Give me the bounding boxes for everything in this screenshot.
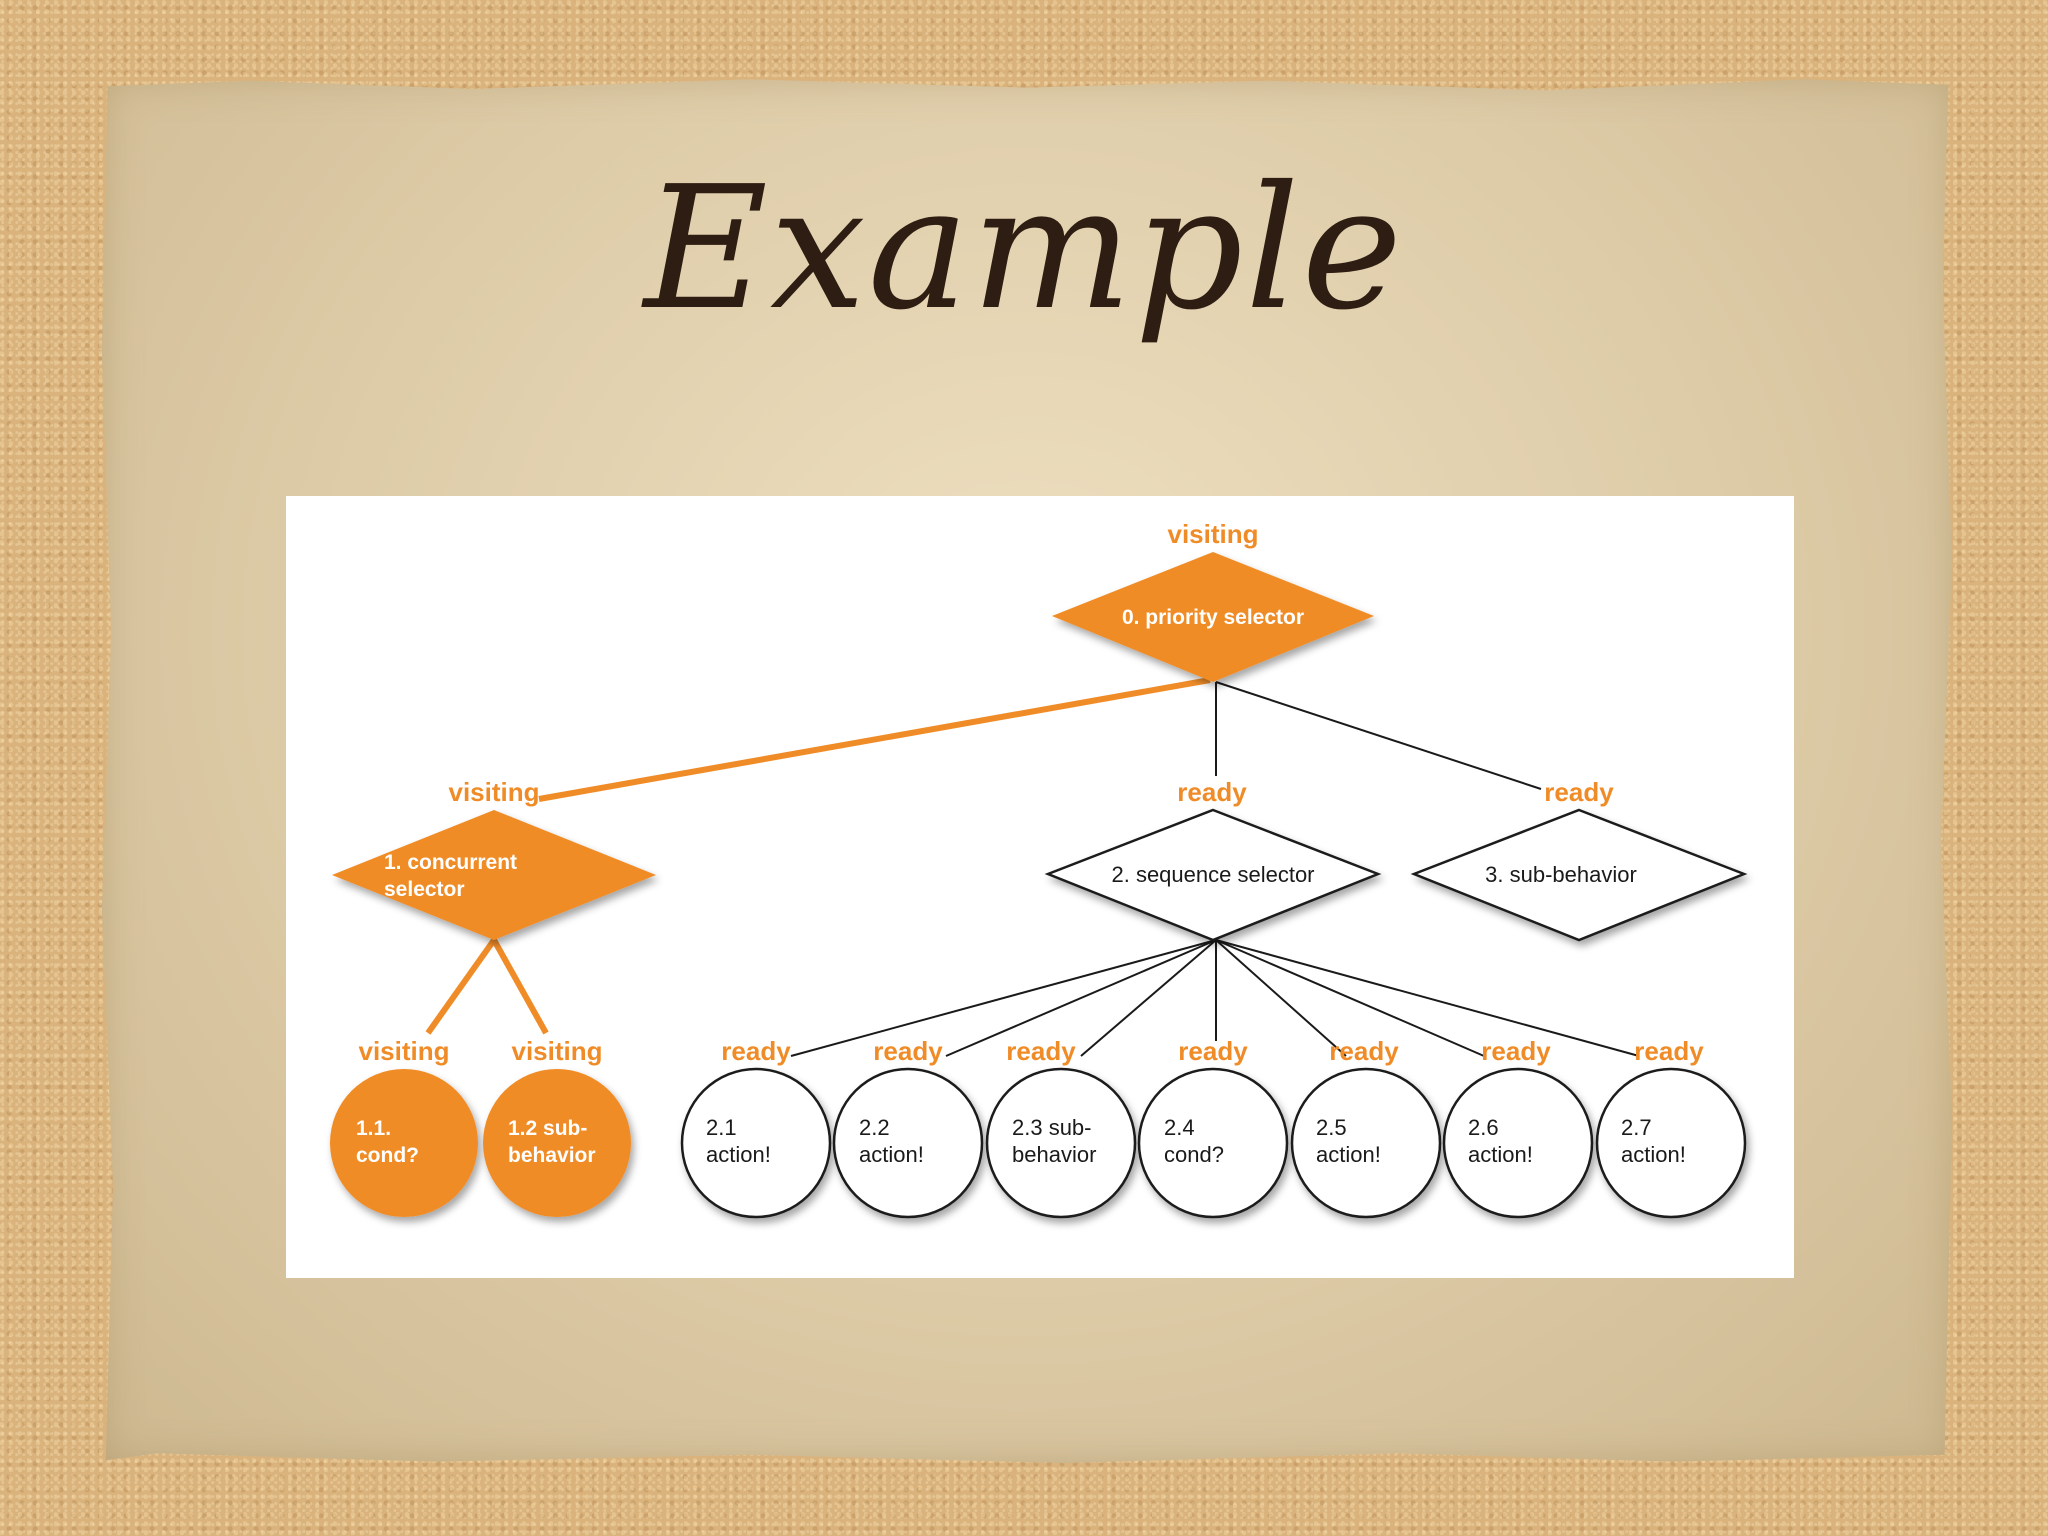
edge-node1-node11 — [425, 938, 497, 1035]
node-2-1-action: ready 2.1 action! — [680, 1036, 832, 1219]
node-root-priority-selector: visiting 0. priority selector — [1052, 519, 1374, 682]
edge-node2-node22 — [945, 939, 1217, 1057]
circle-shape — [1137, 1067, 1289, 1219]
node-2-3-sub-behavior: ready 2.3 sub- behavior — [985, 1036, 1137, 1219]
status-label: ready — [1634, 1036, 1704, 1066]
edge-node2-node21 — [790, 939, 1217, 1057]
node-label-line-1: 2.4 — [1164, 1115, 1195, 1140]
node-1-1-cond: visiting 1.1. cond? — [330, 1036, 478, 1217]
status-label: ready — [721, 1036, 791, 1066]
status-label: ready — [1177, 777, 1247, 807]
status-label: ready — [1178, 1036, 1248, 1066]
status-label: ready — [1006, 1036, 1076, 1066]
node-label-line-1: 2.5 — [1316, 1115, 1347, 1140]
node-1-concurrent-selector: visiting 1. concurrent selector — [332, 777, 656, 940]
circle-shape — [680, 1067, 832, 1219]
diamond-shape — [1044, 808, 1382, 942]
diamond-shape — [332, 810, 656, 940]
edge-node2-node23 — [1080, 939, 1217, 1057]
node-label-line-2: action! — [1316, 1142, 1381, 1167]
edge-root-node1 — [538, 677, 1211, 802]
node-label-line-2: behavior — [508, 1144, 596, 1167]
node-label-line-1: 2.2 — [859, 1115, 890, 1140]
node-2-6-action: ready 2.6 action! — [1442, 1036, 1594, 1219]
node-label-line-2: action! — [1468, 1142, 1533, 1167]
node-label: 0. priority selector — [1122, 606, 1304, 629]
edges — [425, 677, 1640, 1057]
behavior-tree-diagram: visiting 0. priority selector visiting 1… — [330, 519, 1748, 1219]
node-label-line-2: cond? — [1164, 1142, 1224, 1167]
node-label-line-1: 1.1. — [356, 1117, 391, 1140]
status-label: visiting — [448, 777, 539, 807]
node-label-line-1: 1.2 sub- — [508, 1117, 587, 1140]
node-label-line-1: 2.7 — [1621, 1115, 1652, 1140]
node-2-4-cond: ready 2.4 cond? — [1137, 1036, 1289, 1219]
edge-node2-node26 — [1215, 939, 1485, 1057]
circle-shape — [1290, 1067, 1442, 1219]
edge-root-node3 — [1215, 681, 1542, 790]
node-label-line-2: action! — [859, 1142, 924, 1167]
node-label-line-1: 1. concurrent — [384, 851, 517, 874]
edge-node2-node27 — [1215, 939, 1640, 1057]
node-label: 2. sequence selector — [1111, 862, 1314, 887]
node-2-sequence-selector: ready 2. sequence selector — [1044, 777, 1382, 942]
edge-node2-node25 — [1215, 939, 1347, 1057]
node-label-line-1: 2.1 — [706, 1115, 737, 1140]
circle-shape — [1595, 1067, 1747, 1219]
status-label: ready — [1544, 777, 1614, 807]
status-label: ready — [873, 1036, 943, 1066]
node-2-5-action: ready 2.5 action! — [1290, 1036, 1442, 1219]
node-label-line-2: selector — [384, 878, 465, 901]
node-label: 3. sub-behavior — [1485, 862, 1637, 887]
diamond-shape — [1052, 552, 1374, 682]
node-label-line-2: cond? — [356, 1144, 419, 1167]
status-label: ready — [1481, 1036, 1551, 1066]
slide-title: Example — [643, 150, 1405, 348]
node-label-line-2: behavior — [1012, 1142, 1096, 1167]
node-3-sub-behavior: ready 3. sub-behavior — [1410, 777, 1748, 942]
node-label-line-1: 2.6 — [1468, 1115, 1499, 1140]
status-label: visiting — [511, 1036, 602, 1066]
status-label: visiting — [358, 1036, 449, 1066]
status-label: ready — [1329, 1036, 1399, 1066]
diamond-shape — [1410, 808, 1748, 942]
circle-shape — [330, 1069, 478, 1217]
node-1-2-sub-behavior: visiting 1.2 sub- behavior — [483, 1036, 631, 1217]
circle-shape — [1442, 1067, 1594, 1219]
status-label: visiting — [1167, 519, 1258, 549]
node-label-line-2: action! — [1621, 1142, 1686, 1167]
node-2-2-action: ready 2.2 action! — [832, 1036, 984, 1219]
node-label-line-2: action! — [706, 1142, 771, 1167]
diagram-panel: visiting 0. priority selector visiting 1… — [286, 496, 1794, 1278]
circle-shape — [483, 1069, 631, 1217]
node-label-line-1: 2.3 sub- — [1012, 1115, 1092, 1140]
edge-node1-node12 — [491, 938, 549, 1035]
circle-shape — [832, 1067, 984, 1219]
node-2-7-action: ready 2.7 action! — [1595, 1036, 1747, 1219]
circle-shape — [985, 1067, 1137, 1219]
